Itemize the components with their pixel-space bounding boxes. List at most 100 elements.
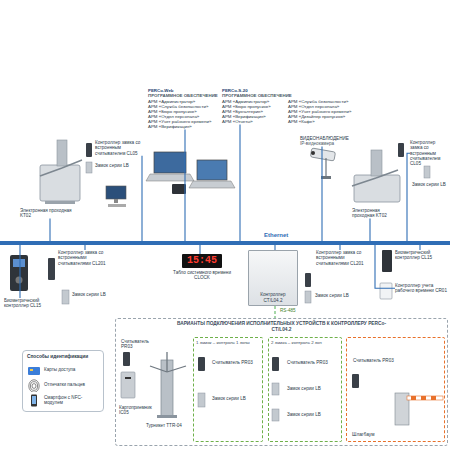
controller-cabinet: Контроллер CT/L04.2 bbox=[248, 250, 298, 306]
device-label: Замок серии LB bbox=[287, 386, 337, 391]
node-title: Ethernet bbox=[262, 232, 290, 239]
device-label: ВИДЕОНАБЛЮДЕНИЕIP-видеокамера bbox=[300, 136, 352, 147]
node-title: ВАРИАНТЫ ПОДКЛЮЧЕНИЯ ИСПОЛНИТЕЛЬНЫХ УСТР… bbox=[174, 321, 389, 332]
device-label: Контроллер учета рабочего времени CR01 bbox=[395, 283, 447, 294]
reader-and-lock bbox=[86, 143, 92, 173]
ethernet-line bbox=[369, 219, 370, 241]
node-title: Считыватель PR03 bbox=[287, 360, 337, 365]
node-text: АРМ «Бюро пропусков» bbox=[222, 104, 286, 109]
device-label: Замок серии LB bbox=[412, 182, 448, 187]
device-label: Электронная проходная KT02 bbox=[20, 208, 75, 219]
node-title: 15:45 bbox=[182, 254, 222, 268]
connection-variants bbox=[121, 352, 443, 425]
node-text: АРМ «Кафе» bbox=[288, 119, 352, 124]
node-text: АРМ «Бюро пропусков» bbox=[148, 109, 218, 114]
node-title: Замок серии LB bbox=[95, 163, 140, 168]
device-label: Считыватель PR03 bbox=[121, 339, 161, 350]
device-label: Биометрический контроллер CL15 bbox=[4, 298, 49, 309]
node-title: Контроллер замка со встроенным считывате… bbox=[410, 140, 448, 166]
ip-camera bbox=[310, 148, 335, 179]
device-label: Замок серии LB bbox=[315, 293, 360, 298]
rs485-line bbox=[275, 306, 276, 318]
device-label: Считыватель PR03 bbox=[287, 360, 337, 365]
node-text: АРМ «Верификация» bbox=[222, 114, 286, 119]
node-text: АРМ «Учет рабочего времени» bbox=[148, 119, 218, 124]
device-label: Контроллер замка со встроенным считывате… bbox=[95, 140, 145, 156]
lower-devices bbox=[10, 250, 392, 304]
barrier-box: Шлагбаум Считыватель PR03 bbox=[346, 337, 445, 442]
ethernet-line bbox=[49, 219, 50, 241]
node-title: ВИДЕОНАБЛЮДЕНИЕ bbox=[300, 136, 352, 141]
identification-box: Способы идентификацииКарты доступаОтпеча… bbox=[22, 350, 104, 412]
software-list: PERCo-WebПРОГРАММНОЕ ОБЕСПЕЧЕНИЕАРМ «Адм… bbox=[148, 88, 218, 130]
node-text: Карты доступа bbox=[27, 363, 99, 378]
node-text: АРМ «Дизайнер пропусков» bbox=[288, 114, 352, 119]
node-title: Замок серии LB bbox=[287, 386, 337, 391]
node-title: PERCo-Web bbox=[148, 88, 218, 93]
device-label: Замок серии LB bbox=[95, 163, 140, 168]
device-label: Электронная проходная KT02 bbox=[352, 208, 402, 219]
device-label: Считыватель PR03 bbox=[353, 358, 395, 363]
node-text: Отпечатки пальцев bbox=[27, 378, 99, 393]
variants-region: ВАРИАНТЫ ПОДКЛЮЧЕНИЯ ИСПОЛНИТЕЛЬНЫХ УСТР… bbox=[115, 318, 448, 446]
node-text: АРМ «Отдел персонала» bbox=[288, 104, 352, 109]
node-text: АРМ «Бухгалтерия» bbox=[222, 109, 286, 114]
node-title: Шлагбаум bbox=[352, 432, 375, 438]
device-label: Контроллер замка со встроенными считыват… bbox=[58, 250, 113, 266]
ethernet-line bbox=[239, 124, 240, 241]
node-title: Картоприемник IC05 bbox=[119, 405, 157, 416]
node-text: АРМ «Отдел персонала» bbox=[148, 114, 218, 119]
node-title: Считыватель PR03 bbox=[353, 358, 395, 363]
node-text: ПРОГРАММНОЕ ОБЕСПЕЧЕНИЕ bbox=[148, 93, 218, 98]
node-title: Контроллер CT/L04.2 bbox=[251, 292, 295, 303]
device-label: Замок серии LB bbox=[212, 396, 260, 401]
ethernet-line bbox=[141, 156, 142, 241]
variant-box: 1 замок – контроль 1 зоныСчитыватель PR0… bbox=[193, 337, 263, 442]
device-label: Биометрический контроллер CL15 bbox=[395, 250, 447, 261]
ethernet-line bbox=[407, 153, 410, 241]
node-title: Считыватель PR03 bbox=[121, 339, 161, 350]
ethernet-line bbox=[19, 245, 20, 298]
workstation-pc bbox=[106, 186, 126, 207]
variant-box: 2 замка – контроль 2 зонСчитыватель PR03… bbox=[268, 337, 342, 442]
ethernet-line bbox=[184, 130, 185, 242]
node-title: Считыватель PR03 bbox=[212, 360, 260, 365]
device-label: Замок серии LB bbox=[72, 292, 117, 297]
ethernet-line bbox=[419, 245, 420, 250]
network-bus: Ethernet bbox=[0, 241, 450, 245]
node-title: Замок серии LB bbox=[287, 412, 337, 417]
node-text: Табло системного времени CLOCK bbox=[172, 270, 232, 281]
node-title: Электронная проходная KT02 bbox=[352, 208, 402, 219]
ethernet-line bbox=[84, 245, 85, 250]
node-text: АРМ «Служба безопасности» bbox=[148, 104, 218, 109]
node-title: Замок серии LB bbox=[72, 292, 117, 297]
device-label: Считыватель PR03 bbox=[212, 360, 260, 365]
id-icon bbox=[27, 364, 41, 377]
ethernet-line bbox=[199, 245, 200, 254]
node-text: IP-видеокамера bbox=[300, 141, 352, 146]
ethernet-line bbox=[375, 245, 395, 288]
laptops bbox=[146, 152, 235, 194]
node-text: АРМ «Верификация» bbox=[148, 124, 218, 129]
node-text: АРМ «Администратор» bbox=[222, 99, 286, 104]
node-title: Контроллер замка со встроенными считыват… bbox=[58, 250, 113, 266]
turnstile-kt02 bbox=[40, 140, 82, 204]
node-text: АРМ «Администратор» bbox=[148, 99, 218, 104]
node-text: АРМ «Учет рабочего времени» bbox=[288, 109, 352, 114]
node-title: 2 замка – контроль 2 зон bbox=[271, 340, 339, 345]
node-title: PERCo-S-20 bbox=[222, 88, 352, 93]
node-title: Турникет TTR-04 bbox=[146, 423, 186, 428]
device-label: Замок серии LB bbox=[287, 412, 337, 417]
node-title: Биометрический контроллер CL15 bbox=[395, 250, 447, 261]
clock-display: 15:45Табло системного времени CLOCK bbox=[172, 254, 232, 281]
node-title: Контроллер замка со встроенными считыват… bbox=[316, 250, 374, 266]
node-text: Смартфон с NFC-модулем bbox=[27, 393, 99, 408]
node-title: Замок серии LB bbox=[412, 182, 448, 187]
device-label: Контроллер замка со встроенным считывате… bbox=[410, 140, 448, 166]
device-label: Контроллер замка со встроенными считыват… bbox=[316, 250, 374, 266]
node-text: АРМ «Служба безопасности» bbox=[288, 99, 352, 104]
ethernet-line bbox=[339, 245, 340, 250]
device-label: Турникет TTR-04 bbox=[146, 423, 186, 428]
ethernet-line bbox=[321, 147, 322, 241]
